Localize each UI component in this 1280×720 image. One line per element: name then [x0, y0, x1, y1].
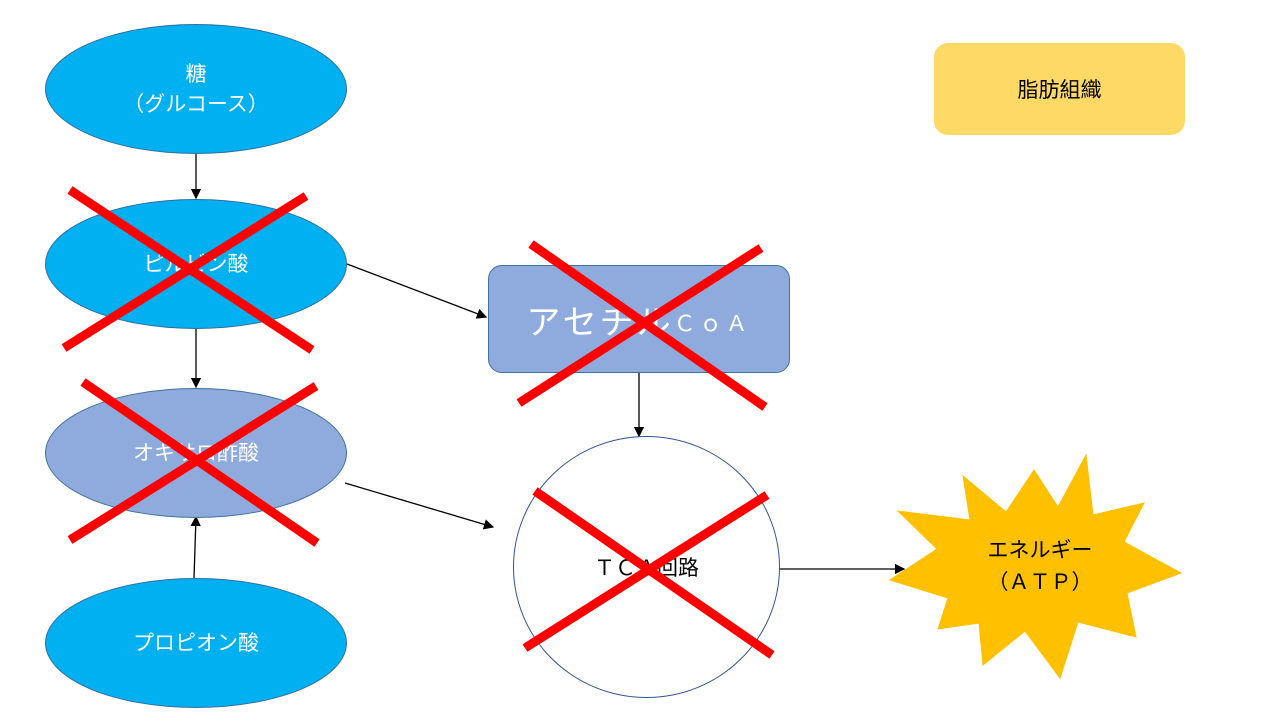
adipose-tissue-label: 脂肪組織: [1017, 78, 1102, 102]
energy-label-line2: （ＡＴＰ）: [987, 570, 1093, 594]
cross-mark-acetyl-coa: [516, 240, 768, 411]
glucose-node: 糖 （グルコース）: [45, 24, 347, 154]
energy-label: エネルギー （ＡＴＰ）: [950, 534, 1130, 598]
propionate-node: プロピオン酸: [45, 578, 347, 708]
cross-mark-tca: [522, 487, 775, 659]
cross-mark-pyruvate: [61, 186, 315, 354]
glucose-label-line1: 糖: [185, 62, 207, 86]
acetyl-coa-label-suffix: ＣｏＡ: [673, 312, 752, 337]
arrow-propionate-to-oxaloacetate: [190, 515, 201, 579]
cross-mark-oxaloacetate: [67, 378, 320, 547]
oxaloacetate-node: オキサロ酢酸: [45, 388, 347, 518]
arrow-pyruvate-to-acetylcoa: [346, 263, 488, 319]
arrow-oxaloacetate-to-tca: [344, 482, 495, 530]
adipose-tissue-box: 脂肪組織: [934, 43, 1185, 135]
energy-burst-shape: [888, 453, 1183, 680]
energy-label-line1: エネルギー: [987, 538, 1093, 562]
glucose-label-line2: （グルコース）: [123, 92, 269, 116]
propionate-label: プロピオン酸: [133, 631, 259, 655]
